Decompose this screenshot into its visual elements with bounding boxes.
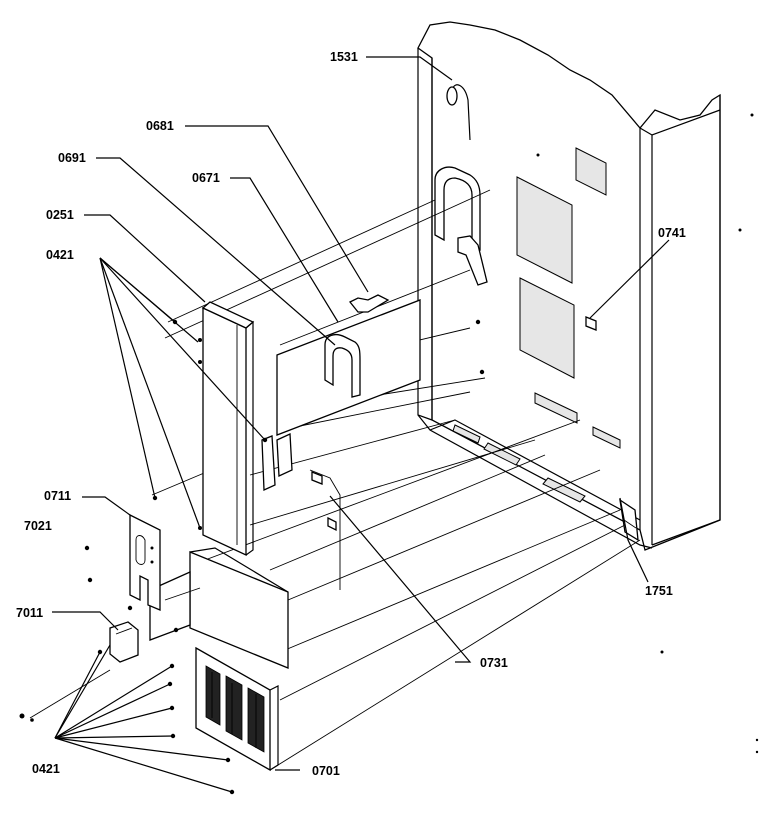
callout-0681: 0681	[146, 119, 174, 133]
callout-0731: 0731	[480, 656, 508, 670]
callout-0671: 0671	[192, 171, 220, 185]
callout-0711: 0711	[44, 489, 71, 503]
callout-0251: 0251	[46, 208, 74, 222]
lower-housing	[149, 547, 289, 669]
grille-0701	[195, 646, 279, 772]
callout-1531: 1531	[330, 50, 358, 64]
callout-0741: 0741	[658, 226, 686, 240]
inner-brackets	[261, 294, 421, 590]
bracket-0711	[129, 513, 161, 611]
callout-0701: 0701	[312, 764, 340, 778]
callout-0421-bottom: 0421	[32, 762, 60, 776]
callout-leaders	[52, 56, 670, 793]
callout-0691: 0691	[58, 151, 86, 165]
cabinet-back-panel	[417, 21, 721, 551]
callout-1751: 1751	[645, 584, 673, 598]
bracket-7011	[109, 621, 139, 663]
callout-7011: 7011	[16, 606, 43, 620]
callout-7021: 7021	[24, 519, 52, 533]
callout-0421-top: 0421	[46, 248, 74, 262]
left-side-panel	[198, 301, 255, 557]
callout-labels: 1531 0681 0691 0671 0251 0421 0741 0711 …	[16, 50, 686, 778]
